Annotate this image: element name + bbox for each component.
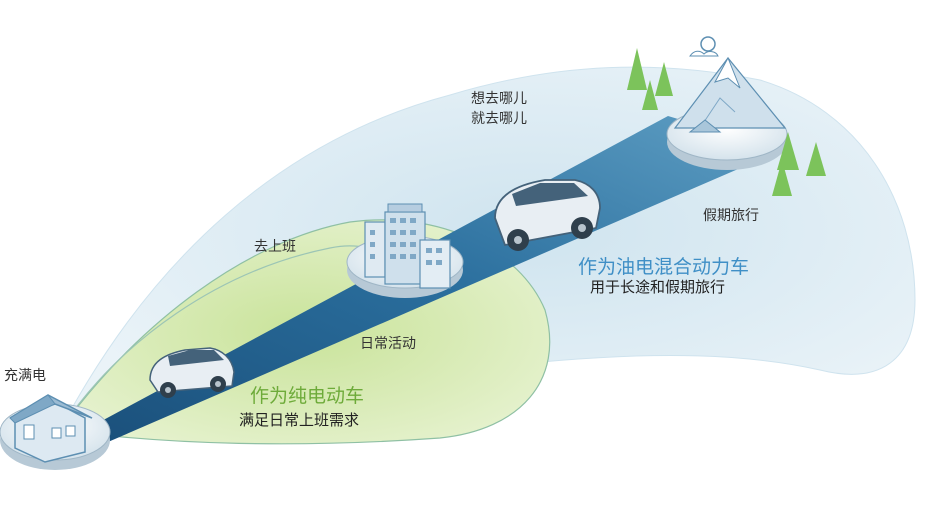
building-icon	[364, 203, 451, 289]
ev-mode-subtitle: 满足日常上班需求	[239, 411, 360, 429]
label-charge-full: 充满电	[4, 368, 46, 384]
mountain-icon	[673, 56, 787, 133]
label-go-to-work: 去上班	[254, 239, 296, 255]
label-where-line1: 想去哪儿	[471, 91, 527, 107]
ev-mode-title: 作为纯电动车	[250, 385, 365, 407]
ev-car-icon	[149, 347, 235, 398]
label-holiday-travel: 假期旅行	[703, 208, 759, 224]
hybrid-car-icon	[494, 179, 601, 251]
sun-icon	[689, 36, 719, 57]
house-icon	[9, 394, 93, 463]
label-daily-activity: 日常活动	[360, 336, 416, 352]
hybrid-mode-title: 作为油电混合动力车	[578, 256, 750, 278]
pine-trees-icon	[627, 48, 826, 196]
label-where-line2: 就去哪儿	[471, 111, 527, 127]
hybrid-mode-subtitle: 用于长途和假期旅行	[590, 278, 726, 296]
